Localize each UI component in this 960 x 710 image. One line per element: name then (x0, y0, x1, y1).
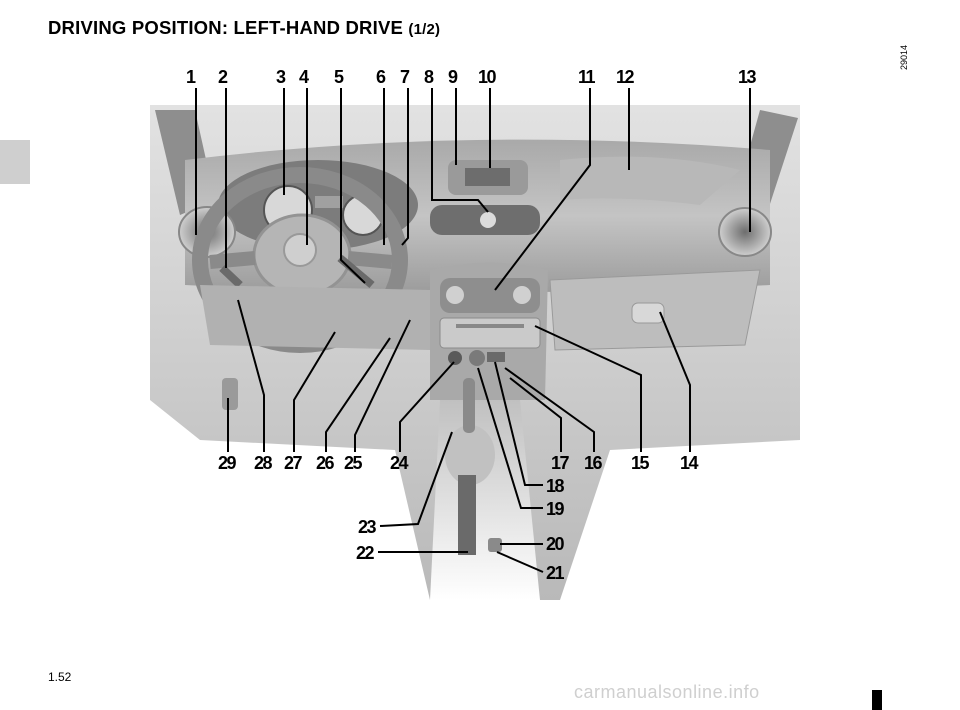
right-air-vent (718, 207, 772, 257)
callout-15: 15 (631, 453, 650, 473)
radio-slot (456, 324, 524, 328)
heater-knob-right (513, 286, 531, 304)
callout-8: 8 (424, 67, 434, 87)
callout-1: 1 (186, 67, 196, 87)
handbrake (458, 475, 476, 555)
lighting-stalk (219, 265, 243, 288)
callout-21: 21 (546, 563, 565, 583)
callout-23: 23 (358, 517, 377, 537)
chapter-tab (0, 140, 30, 184)
radio-unit (439, 317, 541, 349)
callout-4: 4 (299, 67, 309, 87)
renault-logo (283, 233, 317, 267)
airbag-panel (560, 156, 740, 205)
clock-screen (465, 168, 510, 186)
switch-19 (469, 350, 485, 366)
callout-12: 12 (616, 67, 635, 87)
callout-25: 25 (344, 453, 363, 473)
wiper-stalk (337, 254, 375, 289)
callout-11: 11 (578, 67, 596, 87)
heater-knob-left (446, 286, 464, 304)
callout-5: 5 (334, 67, 344, 87)
callout-9: 9 (448, 67, 458, 87)
switch-24 (448, 351, 462, 365)
hazard-button (480, 212, 496, 228)
callout-17: 17 (551, 453, 570, 473)
callout-2: 2 (218, 67, 228, 87)
callout-7: 7 (400, 67, 410, 87)
callout-26: 26 (316, 453, 335, 473)
bonnet-release (222, 378, 238, 410)
page-title: DRIVING POSITION: LEFT-HAND DRIVE (1/2) (48, 17, 440, 39)
callout-10: 10 (478, 67, 497, 87)
callout-20: 20 (546, 534, 565, 554)
switch-16-17 (487, 352, 505, 362)
callout-18: 18 (546, 476, 565, 496)
callout-19: 19 (546, 499, 565, 519)
callout-16: 16 (584, 453, 603, 473)
callout-6: 6 (376, 67, 386, 87)
corner-mark (872, 690, 882, 710)
callout-numbers: 1 2 3 4 5 6 7 8 9 10 11 12 13 14 15 16 1… (186, 67, 758, 583)
callout-22: 22 (356, 543, 375, 563)
figure-code: 29014 (899, 44, 909, 70)
page-number: 1.52 (48, 670, 72, 684)
lower-dash-left (200, 285, 430, 350)
gear-boot (445, 425, 495, 485)
callout-14: 14 (680, 453, 699, 473)
title-part: (1/2) (408, 21, 441, 38)
callout-13: 13 (738, 67, 757, 87)
callout-28: 28 (254, 453, 273, 473)
glovebox-handle (631, 302, 665, 324)
leader-lines (195, 88, 751, 573)
callout-29: 29 (218, 453, 237, 473)
cluster-display (315, 196, 343, 208)
tunnel-switch (488, 538, 502, 552)
gear-lever (463, 378, 475, 433)
heater-panel (440, 278, 540, 313)
title-main: DRIVING POSITION: LEFT-HAND DRIVE (48, 17, 404, 38)
callout-3: 3 (276, 67, 286, 87)
callout-27: 27 (284, 453, 303, 473)
watermark: carmanualsonline.info (574, 682, 760, 702)
callout-24: 24 (390, 453, 409, 473)
